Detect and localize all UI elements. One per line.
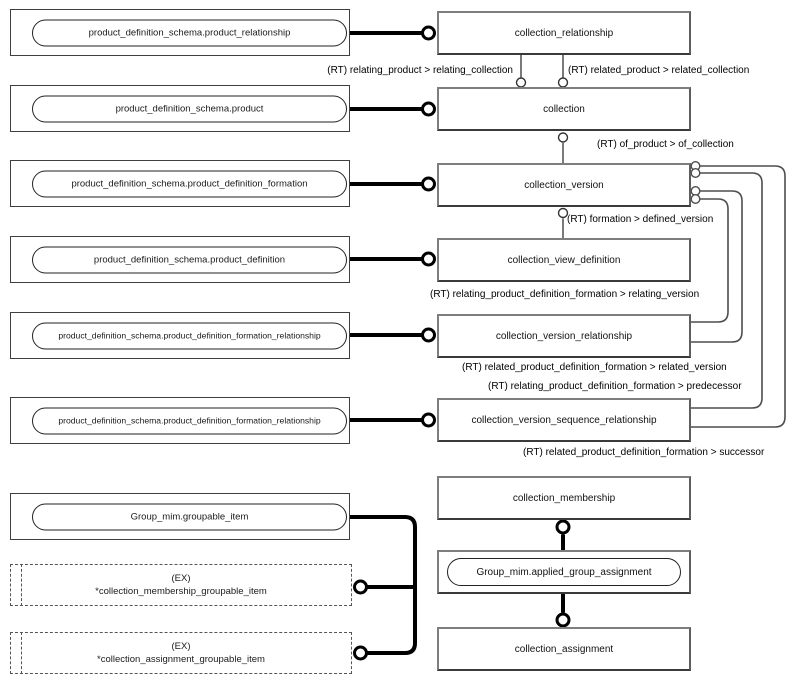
entity-applied-group-assignment: Group_mim.applied_group_assignment	[437, 550, 691, 594]
schema-entity-oval: product_definition_schema.product_defini…	[32, 407, 347, 434]
edge-label-relating-collection: (RT) relating_product > relating_collect…	[327, 65, 513, 76]
entity-collection-version: collection_version	[437, 163, 691, 207]
edge-label-defined-version: (RT) formation > defined_version	[567, 214, 714, 225]
edge-predecessor	[690, 167, 763, 409]
entity-ref-product-definition-formation-relationship-1: product_definition_schema.product_defini…	[10, 312, 350, 359]
entity-label: collection_version_sequence_relationship	[471, 414, 657, 426]
entity-label: collection_version	[524, 179, 604, 191]
ext-label: *collection_membership_groupable_item	[95, 586, 267, 597]
schema-entity-oval: Group_mim.applied_group_assignment	[447, 558, 681, 586]
edge-relating-version	[690, 193, 729, 323]
entity-ref-product-definition-formation: product_definition_schema.product_defini…	[10, 160, 350, 207]
edge-defined-version	[557, 207, 569, 238]
edge-product-relationship-to-collection-relationship	[350, 25, 436, 41]
schema-entity-oval: product_definition_schema.product_relati…	[32, 19, 347, 46]
ext-ref-collection-assignment-groupable-item: (EX) *collection_assignment_groupable_it…	[10, 632, 352, 674]
entity-collection-relationship: collection_relationship	[437, 11, 691, 55]
entity-label: collection_view_definition	[507, 254, 621, 266]
entity-collection-version-sequence-relationship: collection_version_sequence_relationship	[437, 398, 691, 442]
entity-ref-product-definition: product_definition_schema.product_defini…	[10, 236, 350, 283]
ext-label: *collection_assignment_groupable_item	[97, 654, 265, 665]
schema-entity-oval: product_definition_schema.product_defini…	[32, 322, 347, 349]
edge-formation-to-collection-version	[350, 176, 436, 192]
entity-collection-version-relationship: collection_version_relationship	[437, 314, 691, 358]
edge-label-successor: (RT) related_product_definition_formatio…	[523, 447, 765, 458]
edge-applied-group-assignment-to-collection-assignment	[555, 594, 571, 628]
entity-ref-label: product_definition_schema.product_defini…	[58, 330, 321, 341]
entity-ref-label: product_definition_schema.product_relati…	[88, 27, 291, 38]
entity-label: collection	[543, 103, 585, 115]
edge-label-related-version: (RT) related_product_definition_formatio…	[462, 362, 727, 373]
ext-tag: (EX)	[171, 640, 191, 652]
edge-relating-collection	[515, 55, 527, 88]
entity-collection-assignment: collection_assignment	[437, 627, 691, 671]
schema-entity-oval: product_definition_schema.product_defini…	[32, 170, 347, 197]
edge-related-collection	[557, 55, 569, 88]
page-ref-divider	[21, 564, 22, 606]
entity-collection-membership: collection_membership	[437, 476, 691, 520]
entity-ref-product-definition-formation-relationship-2: product_definition_schema.product_defini…	[10, 397, 350, 444]
edge-label-related-collection: (RT) related_product > related_collectio…	[568, 65, 750, 76]
entity-ref-label: product_definition_schema.product_defini…	[71, 178, 308, 189]
entity-ref-label: product_definition_schema.product_defini…	[58, 415, 321, 426]
entity-ref-product: product_definition_schema.product	[10, 85, 350, 132]
edge-collection-membership-to-applied-group-assignment	[555, 519, 571, 550]
ext-tag: (EX)	[171, 572, 191, 584]
entity-label: Group_mim.applied_group_assignment	[476, 566, 652, 578]
entity-ref-label: Group_mim.groupable_item	[130, 511, 249, 522]
entity-collection-view-definition: collection_view_definition	[437, 238, 691, 282]
schema-entity-oval: product_definition_schema.product	[32, 95, 347, 122]
entity-ref-label: product_definition_schema.product_defini…	[93, 254, 286, 265]
entity-label: collection_relationship	[514, 27, 614, 39]
schema-entity-oval: Group_mim.groupable_item	[32, 503, 347, 530]
edge-label-relating-version: (RT) relating_product_definition_formati…	[430, 289, 700, 300]
edge-pdfr-to-collection-version-sequence-relationship	[350, 412, 436, 428]
entity-ref-product-relationship: product_definition_schema.product_relati…	[10, 9, 350, 56]
edge-product-definition-to-collection-view-definition	[350, 251, 436, 267]
ext-ref-collection-membership-groupable-item: (EX) *collection_membership_groupable_it…	[10, 564, 352, 606]
page-ref-divider	[21, 632, 22, 674]
edge-label-predecessor: (RT) relating_product_definition_formati…	[488, 381, 742, 392]
edge-of-collection	[557, 132, 569, 163]
entity-label: collection_assignment	[514, 643, 614, 655]
entity-ref-label: product_definition_schema.product	[115, 103, 264, 114]
edge-related-version	[690, 185, 743, 343]
edge-groupable-item-trunk	[350, 515, 417, 661]
edge-label-of-collection: (RT) of_product > of_collection	[597, 139, 734, 150]
edge-pdfr-to-collection-version-relationship	[350, 327, 436, 343]
edge-successor	[690, 160, 786, 428]
entity-ref-groupable-item: Group_mim.groupable_item	[10, 493, 350, 540]
entity-label: collection_membership	[512, 492, 616, 504]
edge-product-to-collection	[350, 101, 436, 117]
schema-entity-oval: product_definition_schema.product_defini…	[32, 246, 347, 273]
entity-collection: collection	[437, 87, 691, 131]
entity-label: collection_version_relationship	[495, 330, 633, 342]
